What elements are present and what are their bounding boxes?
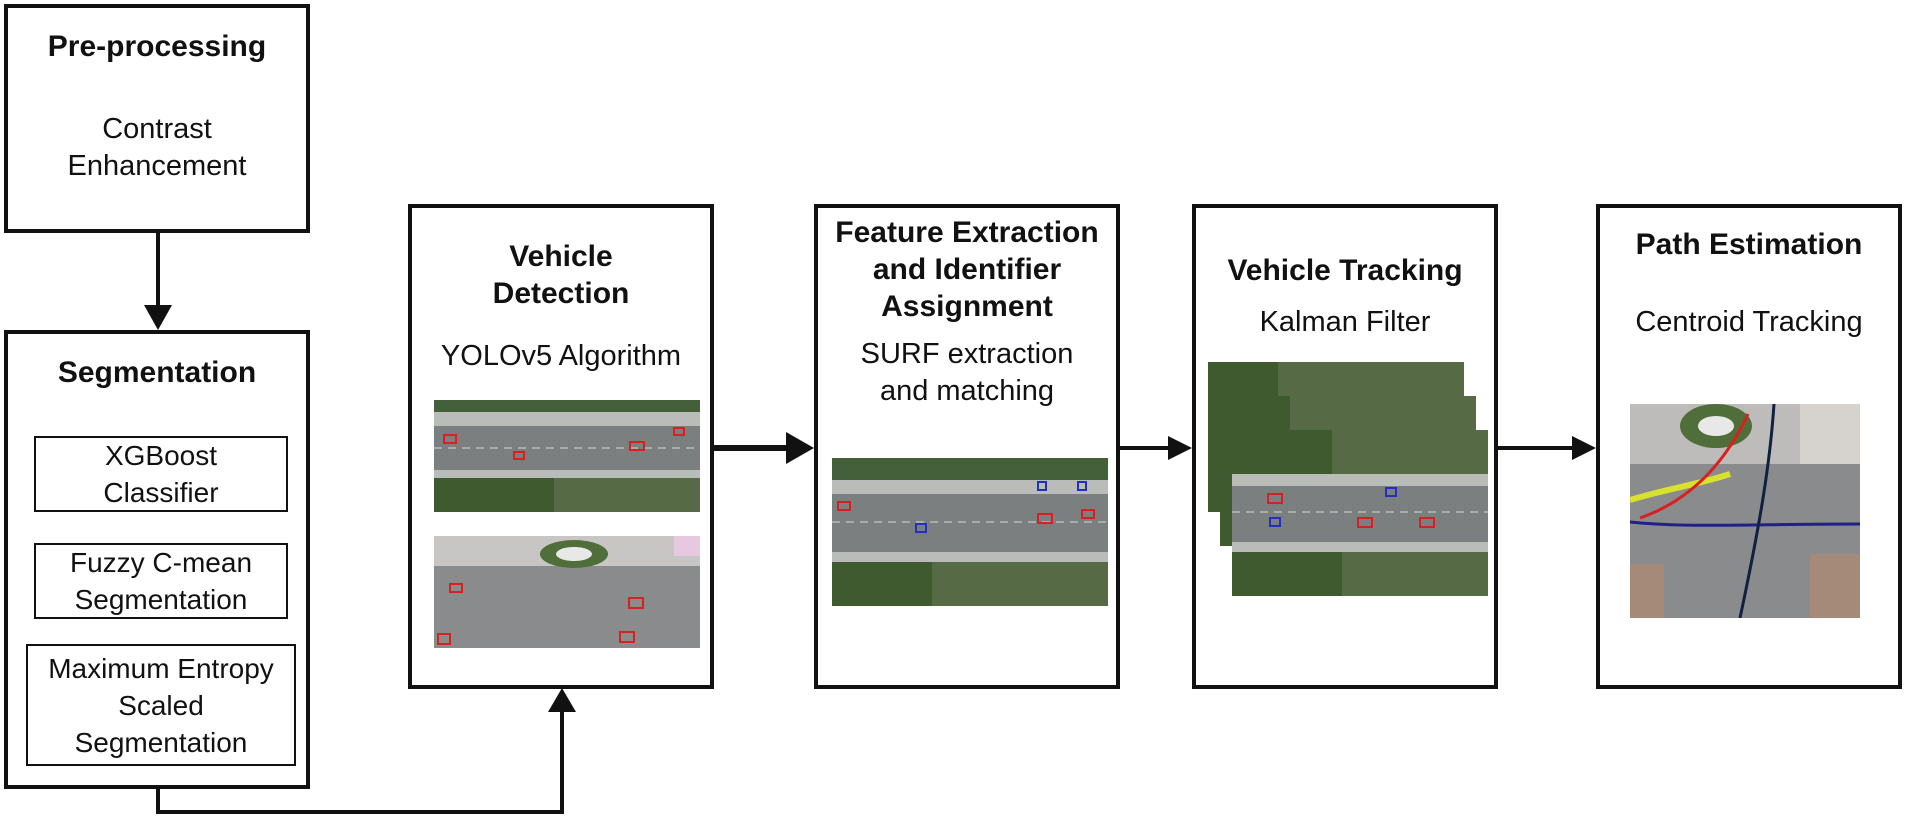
segmentation-box: Segmentation XGBoost Classifier Fuzzy C-…	[4, 330, 310, 789]
preprocessing-title: Pre-processing	[47, 30, 267, 63]
path-estimation-box: Path Estimation Centroid Tracking	[1596, 204, 1902, 689]
vehicle-detection-title: Vehicle Detection	[492, 240, 630, 310]
feature-extraction-subtitle: SURF extraction and matching	[860, 338, 1074, 407]
arrow-segmentation-to-detection	[156, 688, 576, 814]
preprocessing-box: Pre-processing Contrast Enhancement	[4, 4, 310, 233]
arrow-detection-to-features	[714, 432, 814, 464]
vehicle-tracking-subtitle: Kalman Filter	[1259, 306, 1431, 338]
path-estimation-subtitle: Centroid Tracking	[1635, 306, 1863, 338]
feature-extraction-box: Feature Extraction and Identifier Assign…	[814, 204, 1120, 689]
maximum-entropy-box: Maximum Entropy Scaled Segmentation	[26, 644, 296, 766]
xgboost-classifier-box: XGBoost Classifier	[34, 436, 288, 512]
tracking-frame-stack	[1208, 362, 1488, 598]
vehicle-tracking-box: Vehicle Tracking Kalman Filter	[1192, 204, 1498, 689]
arrow-preprocessing-to-segmentation	[144, 233, 172, 330]
vehicle-tracking-title: Vehicle Tracking	[1227, 254, 1463, 287]
segmentation-title: Segmentation	[57, 356, 257, 389]
fuzzy-c-mean-box: Fuzzy C-mean Segmentation	[34, 543, 288, 619]
centroid-tracking-image	[1630, 404, 1860, 618]
preprocessing-subtitle: Contrast Enhancement	[67, 113, 247, 182]
surf-matching-image	[832, 458, 1108, 606]
bridge-detection-image	[434, 400, 700, 512]
tracking-frame-front	[1232, 430, 1488, 596]
arrow-features-to-tracking	[1118, 436, 1192, 460]
feature-extraction-title: Feature Extraction and Identifier Assign…	[835, 216, 1099, 323]
vehicle-detection-box: Vehicle Detection YOLOv5 Algorithm	[408, 204, 714, 689]
roundabout-detection-image	[434, 536, 700, 648]
path-estimation-title: Path Estimation	[1635, 228, 1863, 261]
arrow-tracking-to-path	[1497, 436, 1596, 460]
vehicle-detection-subtitle: YOLOv5 Algorithm	[440, 340, 682, 372]
